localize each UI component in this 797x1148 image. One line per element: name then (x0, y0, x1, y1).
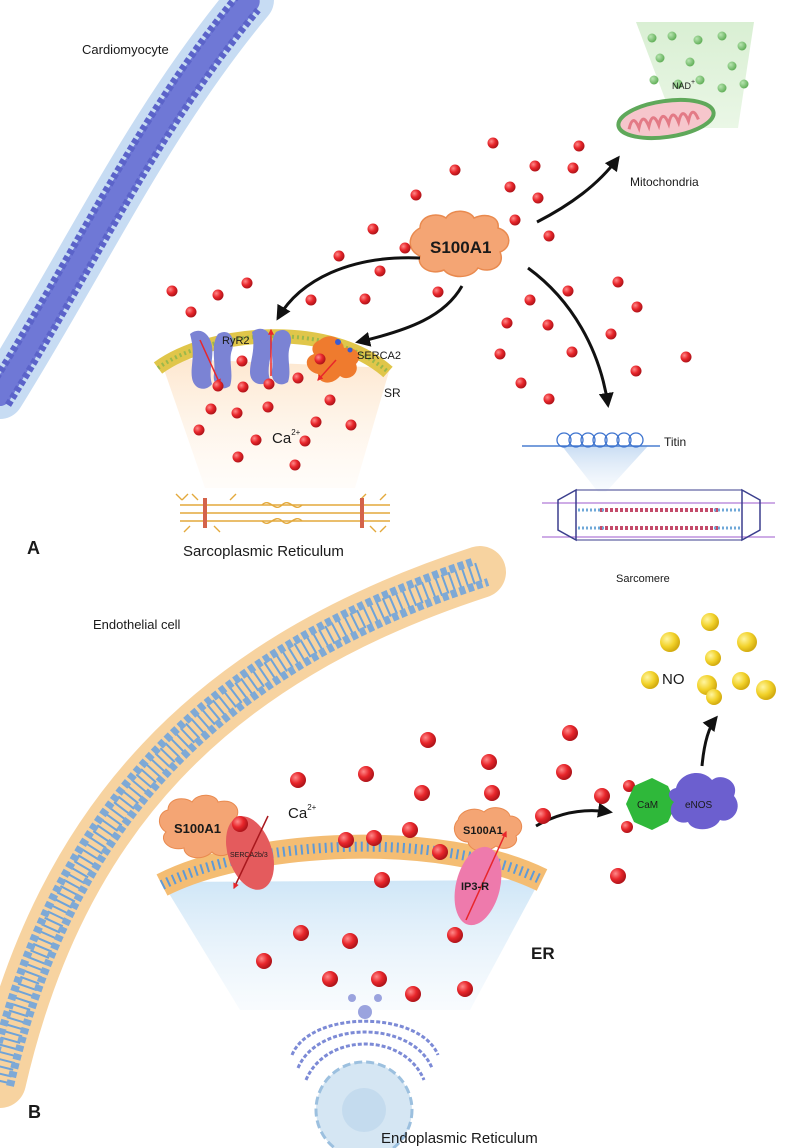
ryr2-label: RyR2 (222, 335, 250, 347)
panel-b: Endothelial cell ER S100A1 (0, 546, 776, 1148)
sr-calcium-label: Ca2+ (272, 428, 301, 447)
s100a1-central: S100A1 (409, 210, 510, 278)
mitochondria-zoom-fan (636, 22, 754, 128)
cardiomyocyte-membrane (0, 0, 274, 419)
calcium-ions-b (232, 725, 626, 1002)
sr-title: Sarcoplasmic Reticulum (183, 543, 344, 560)
s100a1-central-label: S100A1 (430, 238, 491, 257)
titin-label: Titin (664, 435, 686, 449)
endothelial-membrane (0, 546, 506, 1108)
endothelial-cell-label: Endothelial cell (93, 617, 181, 632)
z-disc-structure (175, 493, 390, 533)
nucleus (314, 1060, 414, 1148)
enos-label: eNOS (685, 800, 713, 811)
arrow-to-ryr2 (276, 256, 421, 321)
cam-protein (626, 778, 676, 830)
nitric-oxide-group: NO (641, 613, 776, 705)
nad-dots (647, 31, 749, 93)
sarcomere-label: Sarcomere (616, 573, 670, 585)
panel-b-letter: B (28, 1102, 41, 1122)
golgi-apparatus (290, 994, 440, 1081)
no-label: NO (662, 671, 685, 688)
titin-coils (556, 432, 644, 448)
ryr2-channel-1 (190, 330, 234, 389)
arrow-to-serca2 (355, 285, 464, 347)
ip3r-receptor: IP3-R (454, 830, 507, 926)
ryr2-channel-2 (250, 328, 292, 385)
no-dots (641, 613, 776, 705)
arrow-to-titin (527, 266, 614, 408)
panel-a-arrows (276, 155, 620, 408)
cardiomyocyte-label: Cardiomyocyte (82, 42, 169, 57)
titin-zoom-fan (562, 446, 648, 492)
cam-enos-complex: CaM eNOS (621, 773, 738, 833)
er-title: Endoplasmic Reticulum (381, 1130, 538, 1147)
sr-group: RyR2 SERCA2 SR Ca2+ Sarcoplasmic Reticul… (153, 328, 401, 560)
serca2-label: SERCA2 (357, 350, 401, 362)
panel-a-letter: A (27, 538, 40, 558)
panel-a: Cardiomyocyte NAD+ Mitochondria (0, 0, 775, 585)
s100a1-right-label: S100A1 (463, 825, 503, 837)
arrow-to-mitochondria (536, 155, 620, 224)
mitochondrion (616, 97, 716, 141)
sr-label: SR (384, 386, 401, 400)
ip3r-label: IP3-R (461, 881, 489, 893)
serca2b3-pump: SERCA2b/3 (226, 815, 274, 890)
cam-label: CaM (637, 800, 658, 811)
s100a1-right: S100A1 (453, 807, 523, 852)
nad-label: NAD+ (672, 79, 695, 91)
calcium-ions-a (166, 137, 692, 471)
serca2-pump (306, 336, 360, 383)
sarcomere-group: Titin Sarcomere (522, 432, 775, 585)
enos-protein (668, 773, 738, 830)
mitochondria-label: Mitochondria (630, 175, 699, 189)
mitochondria-group: NAD+ Mitochondria (616, 22, 754, 189)
cytosol-calcium-label: Ca2+ (288, 803, 317, 822)
sarcomere-structure (542, 488, 775, 542)
er-label: ER (531, 944, 555, 963)
arrow-to-no (700, 715, 718, 767)
s100a1-left-label: S100A1 (174, 821, 221, 836)
